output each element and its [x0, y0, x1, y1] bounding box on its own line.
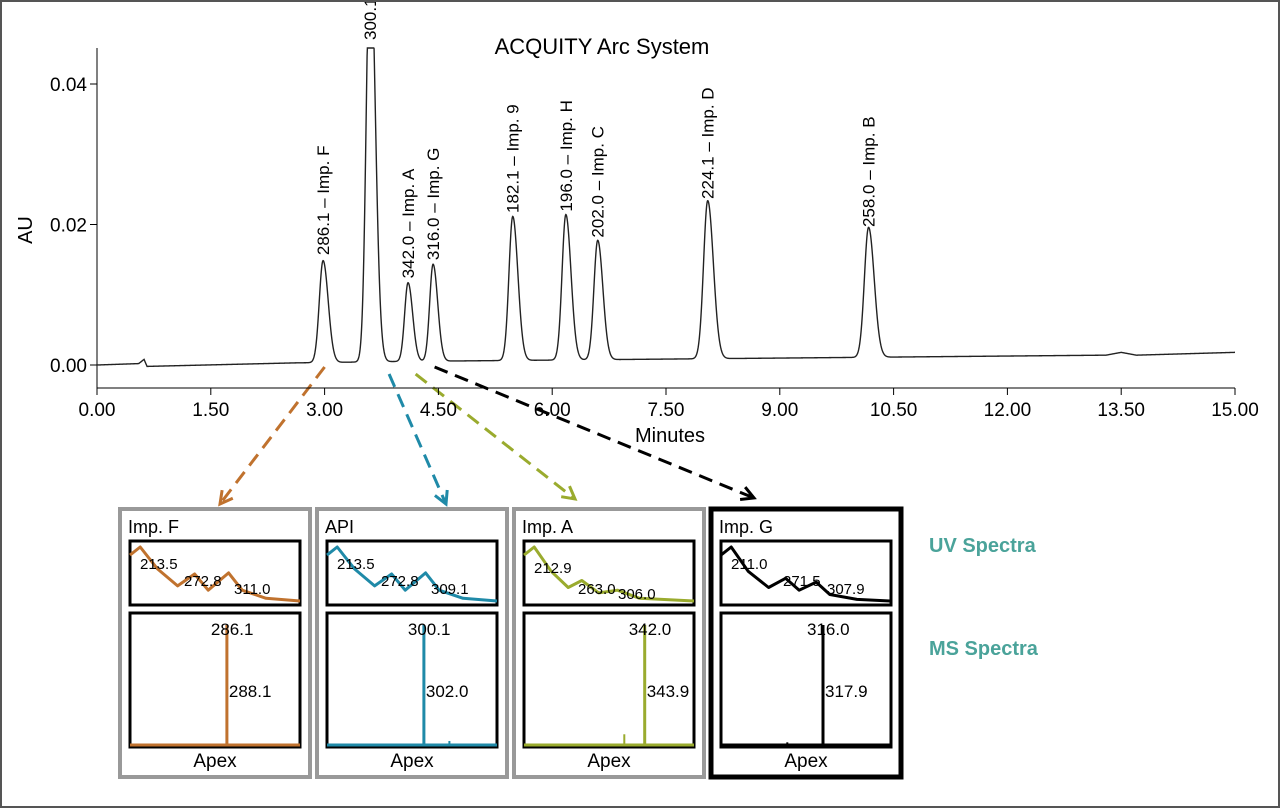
- apex-label: Apex: [587, 751, 631, 772]
- dashed-arrow: [218, 366, 326, 505]
- peak-label: 258.0 – Imp. B: [860, 116, 879, 227]
- chromatogram-trace: [96, 47, 1235, 368]
- x-tick-label: 9.00: [761, 400, 798, 421]
- y-axis-label: AU: [15, 216, 37, 244]
- x-tick-label: 13.50: [1097, 400, 1145, 421]
- x-tick-label: 7.50: [648, 400, 685, 421]
- arrow-head: [218, 489, 234, 507]
- ms-spectra-label: MS Spectra: [929, 638, 1038, 660]
- peak-label: 316.0 – Imp. G: [424, 148, 443, 260]
- arrow-head: [560, 485, 578, 501]
- x-tick-label: 4.50: [420, 400, 457, 421]
- x-tick-label: 15.00: [1211, 400, 1259, 421]
- uv-peak-label: 307.9: [827, 581, 865, 598]
- peak-label: 202.0 – Imp. C: [589, 126, 608, 238]
- ms-box: [128, 611, 302, 749]
- uv-peak-label: 272.8: [184, 573, 222, 590]
- dashed-arrow: [414, 372, 576, 501]
- y-tick-label: 0.02: [50, 216, 87, 237]
- arrows-layer: [218, 365, 757, 507]
- uv-trace: [720, 545, 892, 603]
- ms-label-main: 316.0: [807, 620, 850, 639]
- main-chromatogram: 0.00 1.50 3.00 4.50 6.00 7.50 9.00 10.50 12.00 13…: [15, 2, 1259, 447]
- apex-label: Apex: [390, 751, 434, 772]
- peak-label: 224.1 – Imp. D: [699, 87, 718, 199]
- ms-box: [719, 611, 893, 749]
- uv-trace: [523, 545, 695, 603]
- arrow-head: [434, 489, 449, 507]
- uv-trace: [129, 545, 301, 603]
- panel-title: Imp. G: [719, 517, 773, 537]
- ms-box: [325, 611, 499, 749]
- panel-title: Imp. A: [522, 517, 573, 537]
- ms-label-isotope: 343.9: [647, 682, 690, 701]
- uv-peak-label: 263.0: [578, 581, 616, 598]
- uv-trace: [326, 545, 498, 603]
- ms-label-main: 342.0: [629, 620, 672, 639]
- panel-title: API: [325, 517, 354, 537]
- uv-box: [325, 539, 499, 607]
- dashed-arrow: [387, 373, 448, 505]
- peak-label: 286.1 – Imp. F: [314, 146, 333, 256]
- y-tick-label: 0.00: [50, 356, 87, 377]
- chart-title: ACQUITY Arc System: [495, 34, 710, 59]
- arrow-head: [739, 486, 757, 502]
- apex-label: Apex: [784, 751, 828, 772]
- ms-label-main: 300.1: [408, 620, 451, 639]
- uv-box: [128, 539, 302, 607]
- ms-label-isotope: 302.0: [426, 682, 469, 701]
- x-axis-label: Minutes: [635, 425, 705, 447]
- panel-title: Imp. F: [128, 517, 179, 537]
- uv-peak-label: 272.8: [381, 573, 419, 590]
- x-tick-label: 1.50: [192, 400, 229, 421]
- peak-label: 300.1 - API: [361, 2, 380, 40]
- x-tick-label: 6.00: [534, 400, 571, 421]
- uv-peak-label: 213.5: [140, 556, 178, 573]
- x-tick-label: 3.00: [306, 400, 343, 421]
- x-tick-label: 10.50: [870, 400, 918, 421]
- ms-label-isotope: 288.1: [229, 682, 272, 701]
- uv-peak-label: 212.9: [534, 560, 572, 577]
- uv-spectra-label: UV Spectra: [929, 535, 1036, 557]
- peak-label: 196.0 – Imp. H: [557, 100, 576, 212]
- uv-peak-label: 211.0: [731, 556, 767, 573]
- uv-peak-label: 311.0: [234, 581, 270, 598]
- x-tick-label: 12.00: [984, 400, 1032, 421]
- apex-label: Apex: [193, 751, 237, 772]
- ms-box: [522, 611, 696, 749]
- uv-peak-label: 309.1: [431, 581, 469, 598]
- peak-label: 182.1 – Imp. 9: [504, 104, 523, 213]
- ms-label-main: 286.1: [211, 620, 254, 639]
- uv-peak-label: 306.0: [618, 586, 656, 603]
- y-tick-label: 0.04: [50, 75, 87, 96]
- uv-peak-label: 213.5: [337, 556, 375, 573]
- dashed-arrow: [434, 365, 755, 500]
- uv-peak-label: 271.5: [783, 573, 821, 590]
- ms-label-isotope: 317.9: [825, 682, 868, 701]
- x-tick-label: 0.00: [79, 400, 116, 421]
- peak-label: 342.0 – Imp. A: [399, 168, 418, 278]
